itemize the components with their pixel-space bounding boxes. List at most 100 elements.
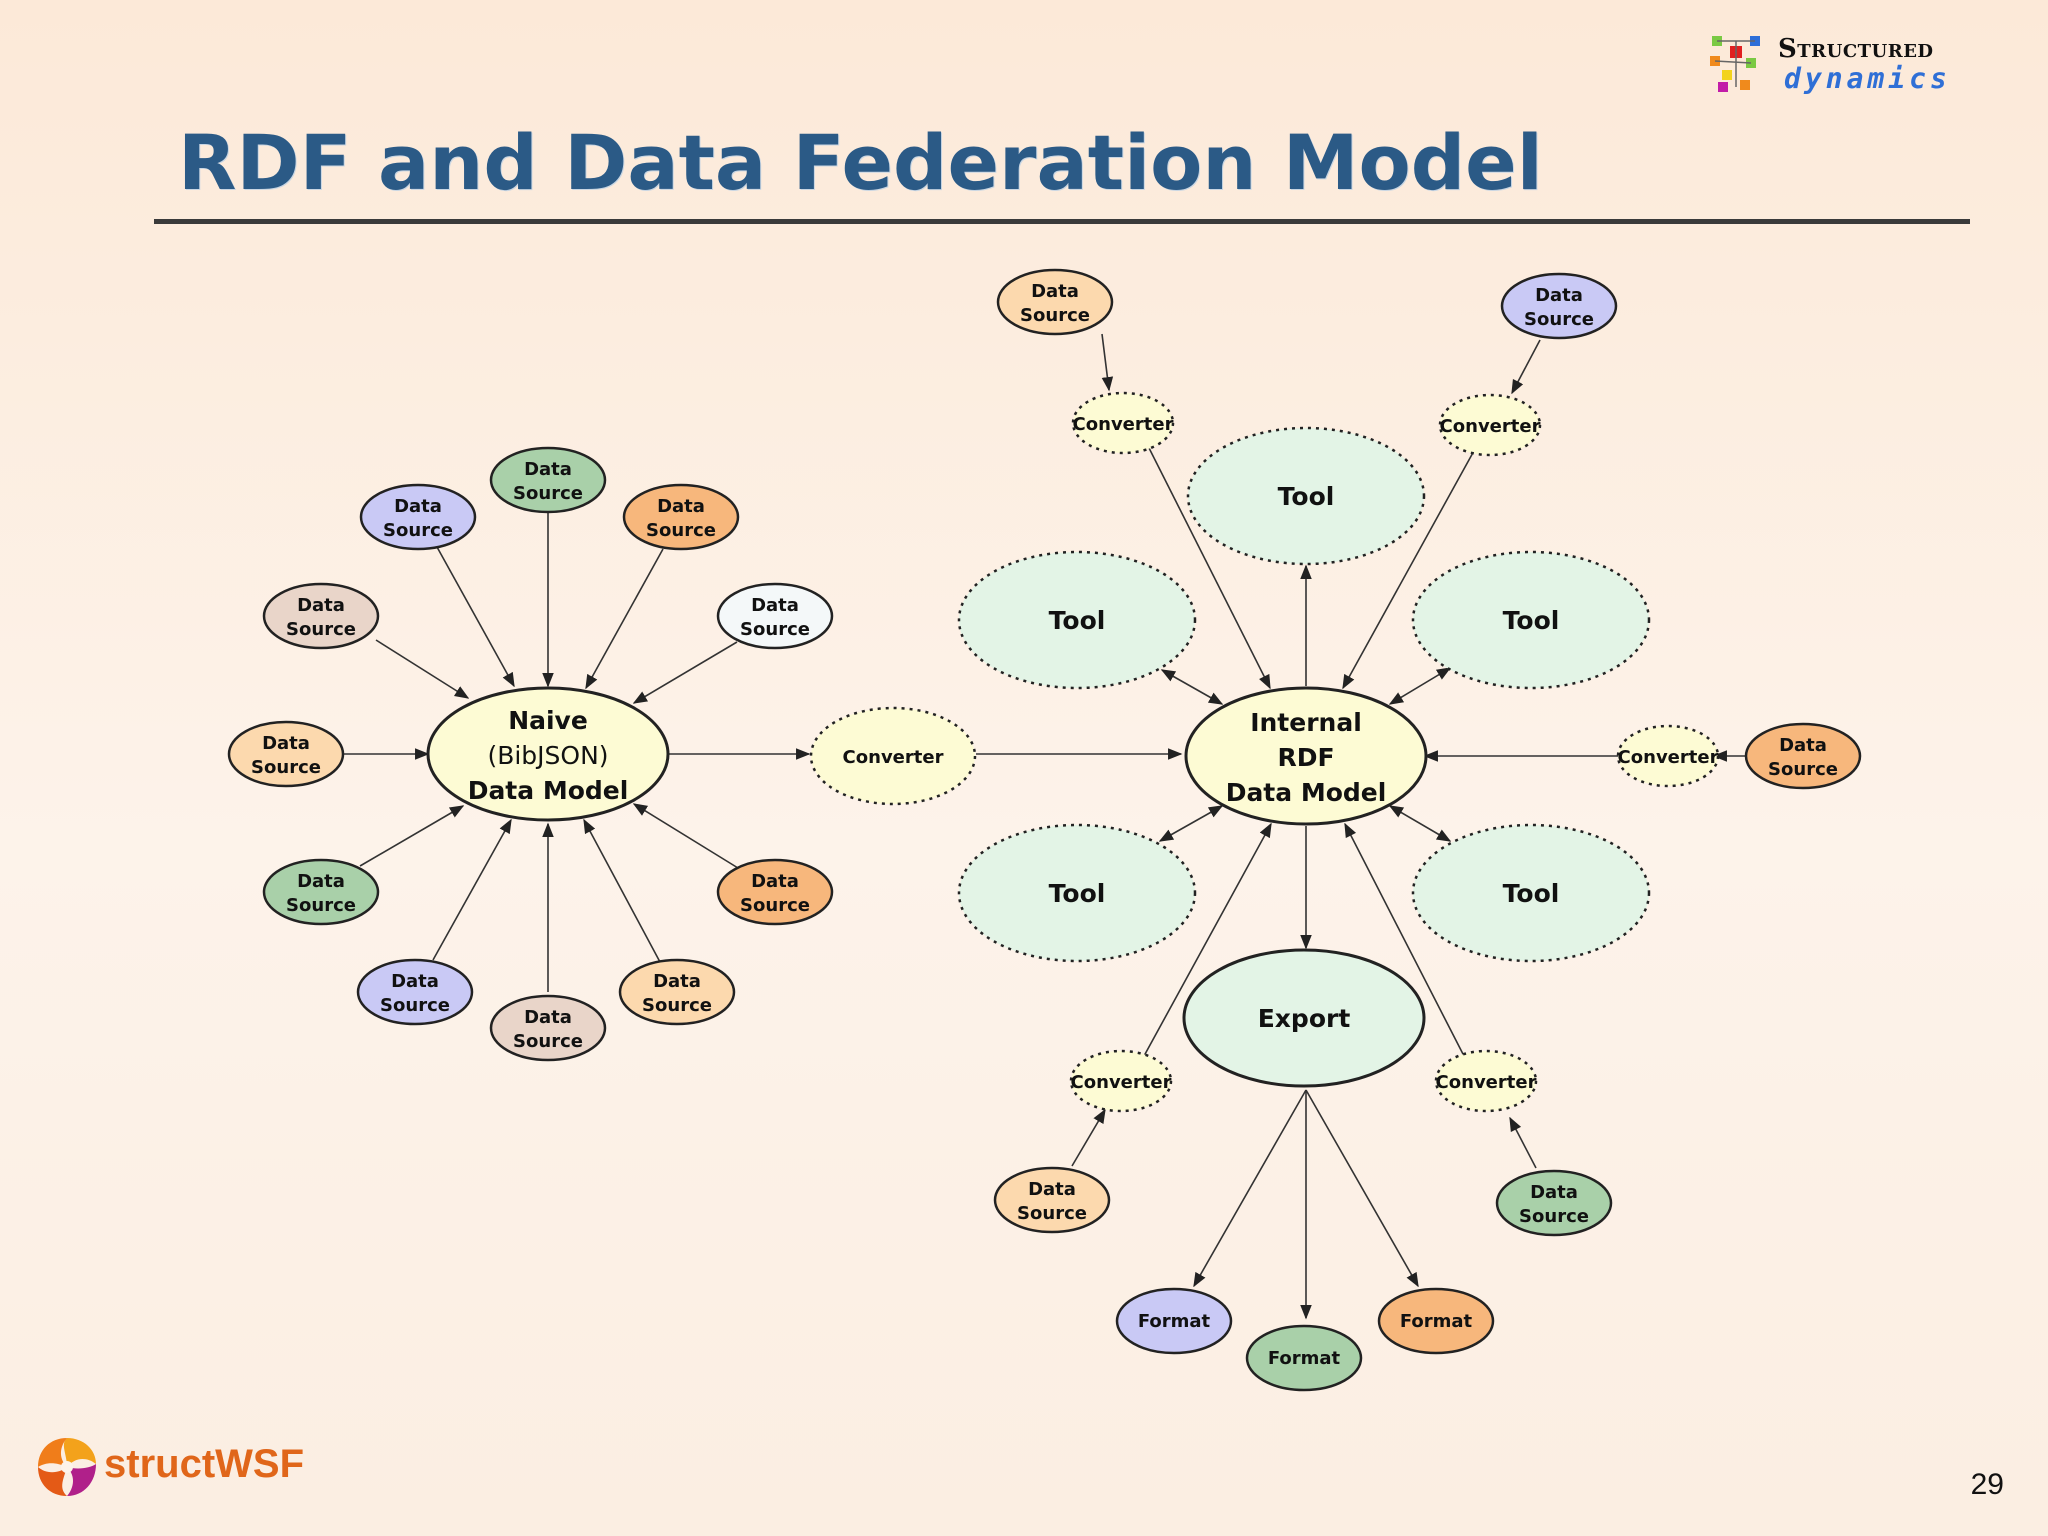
edge-src-r5-conv bbox=[1509, 1116, 1537, 1169]
data-source-node: Data Source bbox=[1495, 1169, 1613, 1237]
structured-dynamics-wordmark-line2: dynamics bbox=[1784, 62, 1951, 95]
svg-text:Source: Source bbox=[1017, 1203, 1087, 1224]
edge-src-l4-naive bbox=[375, 639, 470, 699]
svg-text:Data: Data bbox=[1535, 285, 1583, 306]
tool-nodes: Tool Tool Tool Tool Tool bbox=[957, 426, 1651, 963]
svg-text:Data: Data bbox=[1028, 1179, 1076, 1200]
edge-conv-r2-internal bbox=[1342, 448, 1476, 690]
data-source-node: Data Source bbox=[227, 720, 345, 788]
svg-text:Data: Data bbox=[657, 496, 705, 517]
edge-src-l5-naive bbox=[632, 641, 738, 704]
right-data-sources: Data Source Data Source Data Source Data… bbox=[993, 268, 1862, 1237]
structwsf-logo: structWSF bbox=[34, 1434, 334, 1504]
data-source-node: Data Source bbox=[993, 1166, 1111, 1234]
svg-text:Converter: Converter bbox=[1440, 416, 1541, 437]
svg-text:Format: Format bbox=[1400, 1311, 1473, 1332]
edge-internal-tool-upright bbox=[1388, 667, 1452, 705]
svg-text:Format: Format bbox=[1138, 1311, 1211, 1332]
data-source-node: Data Source bbox=[356, 958, 474, 1026]
svg-text:Converter: Converter bbox=[1618, 747, 1719, 768]
svg-text:Source: Source bbox=[740, 895, 810, 916]
converter-node: Converter bbox=[1616, 724, 1720, 788]
svg-text:Source: Source bbox=[513, 1031, 583, 1052]
svg-text:Tool: Tool bbox=[1503, 879, 1560, 908]
naive-cluster-sources: Data Source Data Source Data Source Data… bbox=[227, 446, 834, 1062]
svg-text:Internal: Internal bbox=[1250, 708, 1362, 737]
edge-src-r1-conv bbox=[1101, 333, 1114, 392]
edge-src-l7-naive bbox=[359, 805, 465, 867]
edge-src-l8-naive bbox=[632, 803, 739, 869]
svg-text:Data: Data bbox=[297, 595, 345, 616]
data-source-node: Data Source bbox=[262, 858, 380, 926]
tool-node-upper-left: Tool bbox=[957, 550, 1197, 690]
data-source-node: Data Source bbox=[1744, 722, 1862, 790]
right-converters: Converter Converter Converter Converter … bbox=[1069, 391, 1720, 1113]
edge-conv-r5-internal bbox=[1344, 822, 1465, 1057]
svg-text:Data: Data bbox=[524, 459, 572, 480]
export-node: Export bbox=[1182, 948, 1426, 1088]
svg-text:Data: Data bbox=[653, 971, 701, 992]
data-source-node: Data Source bbox=[1500, 272, 1618, 340]
svg-text:Source: Source bbox=[740, 619, 810, 640]
structwsf-logo-icon bbox=[38, 1438, 96, 1496]
data-source-node: Data Source bbox=[622, 483, 740, 551]
edge-src-l11-naive bbox=[583, 818, 661, 963]
data-source-node: Data Source bbox=[489, 994, 607, 1062]
edge-conv-r1-internal bbox=[1147, 445, 1271, 690]
format-node: Format bbox=[1377, 1287, 1495, 1355]
edge-internal-tool-upleft bbox=[1160, 669, 1224, 705]
svg-text:Data: Data bbox=[751, 871, 799, 892]
data-source-node: Data Source bbox=[716, 858, 834, 926]
slide-title: RDF and Data Federation Model bbox=[178, 118, 1543, 207]
structured-dynamics-wordmark-line1: Structured bbox=[1778, 34, 1934, 64]
data-source-node: Data Source bbox=[716, 582, 834, 650]
svg-text:Tool: Tool bbox=[1049, 879, 1106, 908]
edge-export-format3 bbox=[1305, 1089, 1419, 1288]
edge-src-l3-naive bbox=[585, 548, 664, 690]
internal-cluster-edges bbox=[1071, 333, 1746, 1320]
svg-text:Converter: Converter bbox=[1073, 414, 1174, 435]
svg-text:Data: Data bbox=[394, 496, 442, 517]
svg-text:Format: Format bbox=[1268, 1348, 1341, 1369]
svg-text:Tool: Tool bbox=[1278, 482, 1335, 511]
data-source-node: Data Source bbox=[996, 268, 1114, 336]
svg-text:Source: Source bbox=[286, 895, 356, 916]
tool-node-top: Tool bbox=[1186, 426, 1426, 566]
format-node: Format bbox=[1245, 1324, 1363, 1392]
svg-text:Data Model: Data Model bbox=[468, 776, 629, 805]
svg-text:RDF: RDF bbox=[1277, 743, 1334, 772]
svg-text:Source: Source bbox=[646, 520, 716, 541]
format-nodes: Format Format Format bbox=[1115, 1287, 1495, 1392]
naive-cluster-edges bbox=[343, 512, 1183, 992]
svg-text:Source: Source bbox=[286, 619, 356, 640]
edge-src-r4-conv bbox=[1071, 1108, 1106, 1167]
svg-text:Export: Export bbox=[1258, 1004, 1351, 1033]
svg-text:Source: Source bbox=[1020, 305, 1090, 326]
svg-text:Data Model: Data Model bbox=[1226, 778, 1387, 807]
svg-text:Naive: Naive bbox=[508, 706, 588, 735]
svg-text:Data: Data bbox=[1530, 1182, 1578, 1203]
tool-node-lower-right: Tool bbox=[1411, 823, 1651, 963]
svg-text:Data: Data bbox=[297, 871, 345, 892]
data-source-node: Data Source bbox=[262, 582, 380, 650]
svg-text:Source: Source bbox=[380, 995, 450, 1016]
data-source-node: Data Source bbox=[489, 446, 607, 514]
data-source-node: Data Source bbox=[359, 483, 477, 551]
svg-text:(BibJSON): (BibJSON) bbox=[487, 741, 608, 770]
converter-node: Converter bbox=[1069, 1049, 1173, 1113]
edge-src-l2-naive bbox=[436, 546, 515, 688]
svg-text:Data: Data bbox=[391, 971, 439, 992]
edge-src-r2-conv bbox=[1511, 339, 1541, 395]
structured-dynamics-logo: Structured dynamics bbox=[1708, 32, 1968, 96]
structured-dynamics-logo-icon bbox=[1710, 36, 1760, 92]
svg-text:Converter: Converter bbox=[1436, 1072, 1537, 1093]
svg-text:Source: Source bbox=[251, 757, 321, 778]
tool-node-lower-left: Tool bbox=[957, 823, 1197, 963]
converter-node: Converter bbox=[1071, 391, 1175, 455]
svg-text:Source: Source bbox=[513, 483, 583, 504]
title-divider bbox=[154, 219, 1970, 224]
page-number: 29 bbox=[1970, 1468, 2004, 1501]
data-source-node: Data Source bbox=[618, 958, 736, 1026]
svg-text:Converter: Converter bbox=[1071, 1072, 1172, 1093]
